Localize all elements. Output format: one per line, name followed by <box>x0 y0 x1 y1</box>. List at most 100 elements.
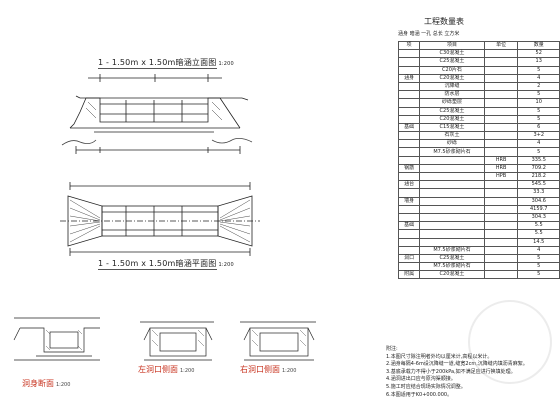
table-cell-cat <box>397 147 421 157</box>
watermark-logo <box>468 300 552 384</box>
table-cell-val: 5 <box>517 253 560 264</box>
table-cell-item: M7.5砂浆砌片石 <box>419 147 485 157</box>
table-cell-unit <box>483 65 519 75</box>
table-cell-item: C20片石 <box>419 65 485 75</box>
table-cell-item: M7.5砂浆砌片石 <box>419 262 485 272</box>
quantity-table-title: 工程数量表 <box>424 17 464 26</box>
table-cell-cat <box>397 90 421 100</box>
note-line: 4.涵洞进出口应与原沟渠顺接。 <box>386 376 456 383</box>
section-b-scale: 1:200 <box>180 368 195 374</box>
table-cell-unit <box>483 57 519 67</box>
table-cell-item: 石灰土 <box>419 131 485 141</box>
table-cell-item <box>419 188 485 198</box>
table-cell-item: 沉降缝 <box>419 81 485 92</box>
table-cell-val: 13 <box>517 57 560 67</box>
section-c-title-text: 右洞口侧面 <box>240 365 280 374</box>
table-cell-unit: HRB <box>483 155 519 165</box>
elevation-view <box>61 74 253 154</box>
plan-view <box>60 182 260 256</box>
table-cell-item: C25混凝土 <box>419 106 485 116</box>
table-cell-unit <box>483 81 519 92</box>
table-row: 4159.7 <box>397 204 560 214</box>
table-row: C25混凝土 5 <box>397 106 560 116</box>
table-row: 5.5 <box>397 229 560 239</box>
table-cell-val: 5 <box>517 90 560 100</box>
table-cell-unit <box>483 90 519 100</box>
note-line: 6.本图适用于K0+000.000。 <box>386 391 453 398</box>
table-cell-item: 防水层 <box>419 90 485 100</box>
note-line: 1.本图尺寸除注明者外均以厘米计,高程以米计。 <box>386 353 493 360</box>
table-cell-cat <box>397 139 421 149</box>
table-cell-cat <box>397 262 421 272</box>
table-cell-val: 5.5 <box>517 229 560 239</box>
table-cell-cat: 墙身 <box>397 196 421 206</box>
table-cell-val: 5 <box>517 65 560 75</box>
table-cell-val: 335.5 <box>517 155 560 165</box>
elevation-title-text: 1 - 1.50m x 1.50m暗涵立面图 <box>98 58 217 69</box>
notes-heading: 附注: <box>386 346 398 352</box>
table-cell-val: 709.2 <box>517 163 560 174</box>
table-cell-cat <box>397 171 421 182</box>
table-cell-item: 砂砾 <box>419 139 485 149</box>
table-cell-unit <box>483 221 519 231</box>
table-cell-cat <box>397 65 421 75</box>
table-cell-item: C25混凝土 <box>419 253 485 264</box>
table-header-row: 项 项目 单位 数量 <box>397 40 560 51</box>
table-row: C20片石 5 <box>397 65 560 75</box>
section-left-inlet <box>140 321 214 361</box>
table-cell-cat <box>397 114 421 124</box>
table-cell-cat <box>397 188 421 198</box>
table-cell-unit <box>483 253 519 264</box>
table-cell-val: 5 <box>517 262 560 272</box>
table-cell-item: 砂砾垫层 <box>419 98 485 108</box>
section-b-title-text: 左洞口侧面 <box>138 365 178 374</box>
table-cell-cat <box>397 155 421 165</box>
table-cell-item <box>419 180 485 190</box>
table-cell-cat: 涵身 <box>397 73 421 83</box>
table-cell-item: C20混凝土 <box>419 73 485 83</box>
table-cell-val: 4 <box>517 73 560 83</box>
table-cell-unit <box>483 73 519 83</box>
table-cell-cat: 洞口 <box>397 253 421 264</box>
table-cell-unit <box>483 237 519 247</box>
table-row: 墙身 304.6 <box>397 196 560 206</box>
quantity-table-subtitle: 涵身 暗涵 一孔 总长 立方米 <box>398 31 460 37</box>
note-line: 2.涵身每隔4-6m设沉降缝一道,缝宽2cm,沉降缝内填沥青麻絮。 <box>386 361 528 368</box>
plan-scale: 1:200 <box>218 262 234 268</box>
table-cell-item <box>419 196 485 206</box>
table-cell-val: 4159.7 <box>517 204 560 214</box>
table-row: 304.3 <box>397 212 560 223</box>
table-cell-cat <box>397 106 421 116</box>
table-cell-val: 14.5 <box>517 237 560 247</box>
table-cell-val: 4 <box>517 245 560 255</box>
table-cell-val: 5 <box>517 106 560 116</box>
header-cell: 数量 <box>517 40 560 51</box>
note-line: 5.施工时应结合现场实际情况调整。 <box>386 383 466 390</box>
table-cell-cat <box>397 229 421 239</box>
table-cell-unit: HRB <box>483 163 519 174</box>
table-cell-unit <box>483 245 519 255</box>
table-cell-unit <box>483 49 519 59</box>
table-cell-cat <box>397 81 421 92</box>
table-cell-val: 304.6 <box>517 196 560 206</box>
table-cell-unit: HPB <box>483 171 519 182</box>
plan-title-text: 1 - 1.50m x 1.50m暗涵平面图 <box>98 259 217 270</box>
table-cell-cat <box>397 49 421 59</box>
table-cell-item <box>419 221 485 231</box>
